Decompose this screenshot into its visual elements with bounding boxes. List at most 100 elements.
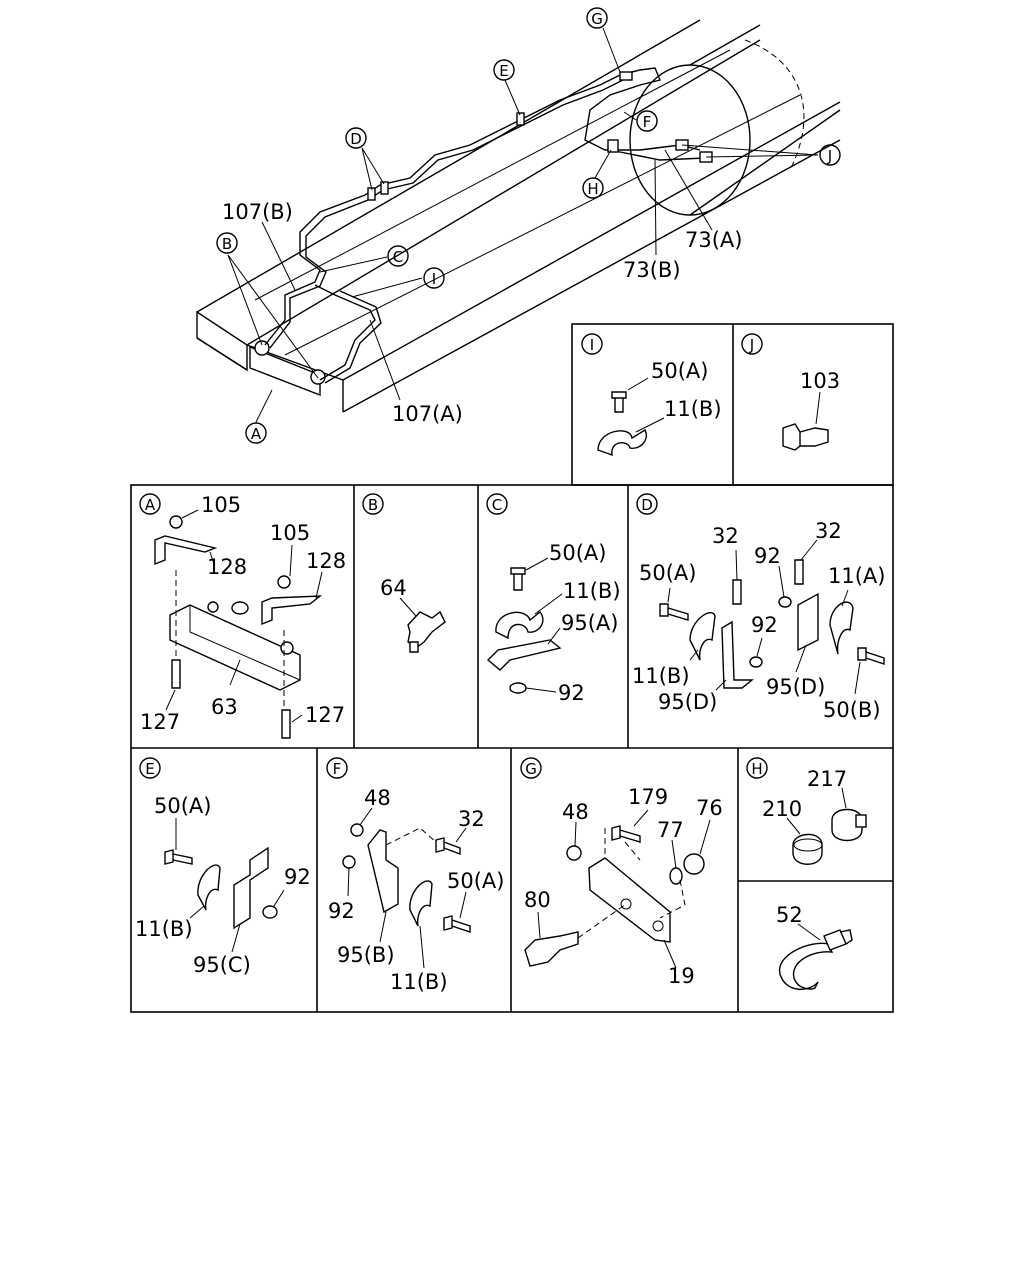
- label-103: 103: [800, 369, 840, 393]
- clip-e: [516, 112, 525, 126]
- leader-32-f: [455, 827, 467, 843]
- leader-210: [786, 817, 801, 835]
- leader-32-d2: [800, 539, 818, 561]
- leader-i: [351, 277, 423, 298]
- svg-text:A: A: [145, 496, 156, 514]
- washer-92-d1: [778, 596, 792, 608]
- leader-50a: [627, 377, 649, 391]
- bolt-50a-d: [659, 603, 689, 621]
- clamp-h: [607, 139, 619, 153]
- leader-95c: [231, 923, 241, 953]
- cable-tie-52-head: [823, 929, 853, 951]
- label-95b: 95(B): [337, 943, 395, 967]
- clip-11b: [597, 429, 647, 457]
- bolt-127-a: [171, 659, 181, 689]
- label-11b: 11(B): [664, 397, 722, 421]
- nut-92-c: [509, 682, 527, 694]
- frame-rail-bottom-edge: [342, 139, 841, 413]
- fuel-pipe-main: [264, 74, 621, 346]
- frame-rail-inner-line: [254, 49, 731, 301]
- clip-11b-f: [409, 880, 433, 927]
- svg-text:H: H: [587, 180, 598, 198]
- svg-text:I: I: [432, 270, 436, 288]
- panel-h-letter: H: [746, 757, 768, 779]
- leader-103: [815, 391, 821, 425]
- leader-107b: [261, 221, 296, 291]
- detail-grid: [130, 323, 894, 1013]
- svg-text:A: A: [251, 425, 262, 443]
- panel-c: C 50(A) 11(B) 95(A) 92: [486, 493, 621, 705]
- panel-f-letter: F: [326, 757, 348, 779]
- overview-callout-d: D: [345, 127, 367, 149]
- frame-rail-top-edge-2: [246, 39, 761, 346]
- svg-text:F: F: [333, 760, 342, 778]
- bracket-95d-b: [797, 592, 819, 652]
- clip-11b-c: [495, 611, 544, 640]
- leader-127-b: [291, 714, 303, 723]
- leader-48-f: [359, 807, 373, 826]
- clip-11b-d: [689, 612, 716, 661]
- bolt-32-d2: [794, 559, 804, 585]
- bolt-127-b: [281, 709, 291, 739]
- fitting-top: [207, 601, 219, 613]
- overview-label-73a: 73(A): [685, 228, 742, 252]
- label-105-a: 105: [201, 493, 241, 517]
- leader-32-d1: [735, 549, 738, 581]
- elbow-fitting-64: [407, 610, 446, 649]
- svg-text:F: F: [643, 113, 652, 131]
- assembly-line-g: [604, 828, 686, 919]
- overview-callout-i: I: [423, 267, 445, 289]
- leader-50a-d: [667, 587, 671, 603]
- panel-b: B 64: [362, 493, 446, 653]
- nut-105-a: [169, 515, 183, 529]
- filter-body-edge: [189, 605, 301, 681]
- bracket-95a: [486, 639, 562, 671]
- leader-92-d2: [756, 637, 763, 657]
- leader-127-a: [165, 689, 176, 711]
- label-76: 76: [696, 796, 723, 820]
- leader-11a: [841, 589, 849, 607]
- label-127-a: 127: [140, 710, 180, 734]
- svg-text:C: C: [492, 496, 502, 514]
- bolt-50b: [857, 647, 885, 665]
- bolt-50a-c: [510, 567, 526, 591]
- connector-103: [782, 423, 829, 451]
- fuel-pipe-return: [269, 79, 624, 349]
- leader-128-b: [315, 571, 323, 599]
- leader-11b-c: [534, 593, 563, 615]
- label-11b-f: 11(B): [390, 970, 448, 994]
- fitting-side: [280, 641, 294, 655]
- leader-179: [633, 809, 649, 827]
- leader-105-b: [289, 544, 293, 577]
- label-128-a: 128: [207, 555, 247, 579]
- panel-e: E 50(A) 92 11(B) 95(C): [135, 757, 311, 977]
- panel-a: A 105 128 105 128 63 127 127: [139, 493, 346, 739]
- bolt-50a-f: [443, 915, 471, 933]
- leader-92-c: [525, 687, 557, 693]
- elbow-fitting-64-stem: [409, 641, 419, 653]
- panel-d-letter: D: [636, 493, 658, 515]
- nut-76: [683, 853, 705, 875]
- bolt-50a-e: [164, 849, 193, 865]
- frame-rail-top-edge: [196, 19, 701, 313]
- svg-text:G: G: [591, 10, 603, 28]
- leader-f: [623, 111, 637, 121]
- leader-77: [671, 839, 677, 869]
- clip-11a: [829, 601, 854, 655]
- label-50b: 50(B): [823, 698, 881, 722]
- nut-92-f: [342, 855, 356, 869]
- leader-92-e: [273, 889, 285, 907]
- leader-76: [699, 819, 711, 855]
- bracket-19-hole-2: [652, 920, 664, 932]
- bracket-128-a: [154, 535, 218, 566]
- bracket-128-b: [261, 595, 323, 626]
- svg-text:D: D: [641, 496, 653, 514]
- hose-clamp-217: [831, 808, 863, 842]
- overview-callout-b: B: [216, 232, 238, 254]
- leader-50a-f: [459, 891, 467, 919]
- leader-11b-d: [689, 649, 699, 661]
- leader-95d-b: [795, 644, 807, 673]
- leader-11b-e: [189, 905, 205, 919]
- bracket-95b: [367, 829, 399, 914]
